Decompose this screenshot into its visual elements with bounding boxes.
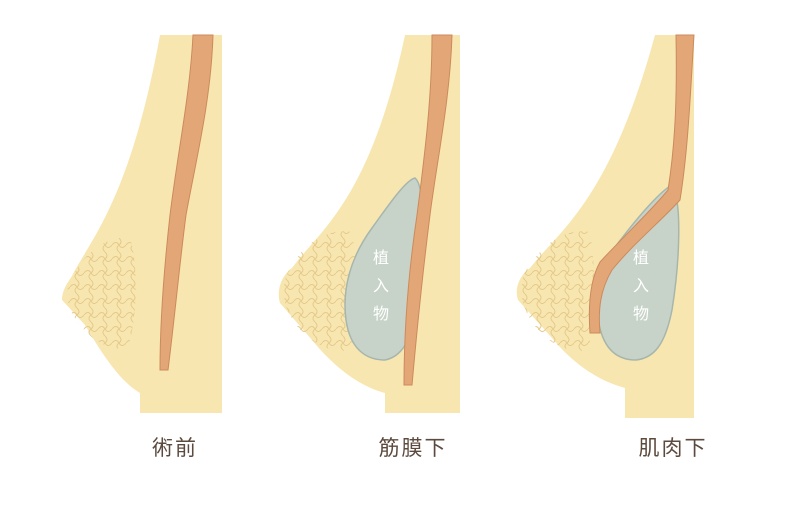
implant-label: 物: [373, 304, 389, 323]
panel-submuscular: 植 入 物: [516, 34, 695, 418]
panel-subfascial: 植 入 物: [278, 34, 460, 413]
implant-label: 入: [633, 276, 649, 295]
gland-tissue: [283, 231, 357, 351]
caption-submuscular: 肌肉下: [638, 436, 708, 460]
pectoral-muscle: [159, 34, 214, 371]
pectoral-muscle: [588, 34, 695, 334]
panel-preop: [62, 34, 222, 413]
caption-preop: 術前: [152, 436, 198, 460]
implant-label: 入: [373, 276, 389, 295]
caption-subfascial: 筋膜下: [378, 436, 448, 460]
pectoral-muscle: [403, 34, 453, 386]
implant: [596, 184, 680, 361]
gland-tissue: [66, 237, 136, 349]
implant-label: 植: [633, 248, 649, 267]
implant-label: 物: [633, 304, 649, 323]
implant-label: 植: [373, 248, 389, 267]
gland-tissue: [521, 231, 595, 351]
